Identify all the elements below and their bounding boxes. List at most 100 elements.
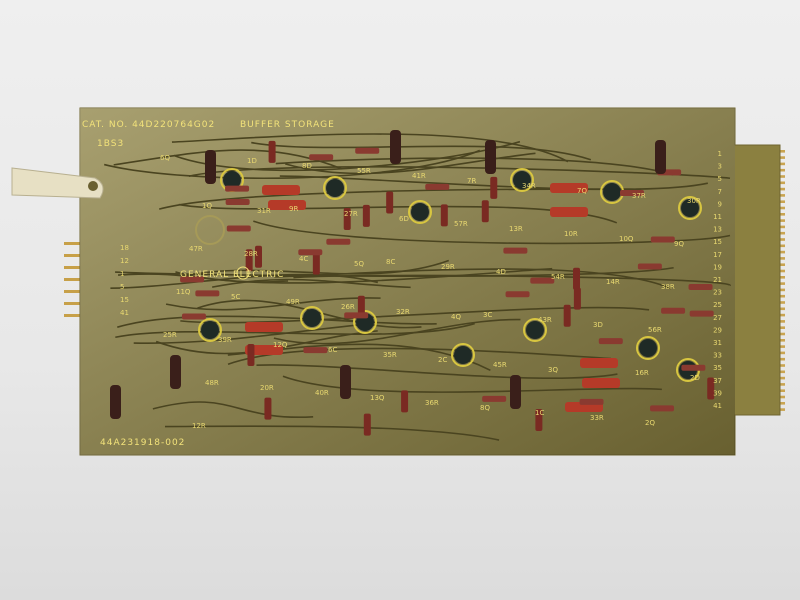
component-label: 10Q <box>619 235 634 243</box>
transistor <box>411 203 429 221</box>
component-label: 16R <box>635 369 649 377</box>
edge-pin-label: 35 <box>713 364 722 372</box>
resistor <box>326 238 351 245</box>
edge-pin-label: 17 <box>713 251 722 259</box>
resistor-large <box>655 140 666 174</box>
component-label: 45R <box>493 361 507 369</box>
edge-pin-label: 5 <box>718 175 722 183</box>
transistor <box>681 199 699 217</box>
transistor <box>639 339 657 357</box>
component-label: 3D <box>593 321 603 329</box>
ejector-clip <box>11 167 104 199</box>
resistor <box>490 176 498 199</box>
edge-pin-label: 11 <box>713 213 722 221</box>
component-label: 1Q <box>202 202 212 210</box>
component-label: 2Q <box>645 419 655 427</box>
resistor <box>245 249 253 272</box>
resistor-large <box>340 365 351 399</box>
edge-pin-label: 39 <box>713 389 722 397</box>
resistor <box>225 185 250 192</box>
component-label: 9R <box>289 205 298 213</box>
resistor <box>650 236 675 243</box>
component-label: 1D <box>247 157 257 165</box>
left-pin-label: 41 <box>120 309 129 317</box>
resistor-large <box>170 355 181 389</box>
resistor <box>650 405 675 412</box>
capacitor <box>550 183 588 193</box>
component-label: 13R <box>509 225 523 233</box>
resistor <box>226 225 251 232</box>
resistor <box>180 276 205 283</box>
edge-pin-label: 31 <box>713 339 722 347</box>
component-label: 13Q <box>370 394 385 402</box>
resistor <box>425 183 450 190</box>
resistor <box>573 287 581 310</box>
component-label: 4C <box>299 255 308 263</box>
component-label: 25R <box>163 331 177 339</box>
edge-pin-label: 13 <box>713 226 722 234</box>
left-pin-label: 1 <box>120 270 124 278</box>
component-label: 34R <box>522 182 536 190</box>
capacitor <box>245 345 283 355</box>
component-label: 10R <box>564 230 578 238</box>
part-number: 44A231918-002 <box>100 438 185 448</box>
transistor <box>303 309 321 327</box>
resistor <box>637 263 662 270</box>
resistor <box>344 312 369 319</box>
resistor <box>303 347 328 354</box>
component-label: 6Q <box>160 154 170 162</box>
component-label: 56R <box>648 326 662 334</box>
edge-pin-label: 29 <box>713 326 722 334</box>
maker-label: GENERAL ELECTRIC <box>180 270 284 280</box>
resistor-large <box>510 375 521 409</box>
component-label: 20R <box>260 384 274 392</box>
resistor <box>689 310 714 317</box>
transistor <box>513 171 531 189</box>
component-label: 47R <box>189 245 203 253</box>
resistor <box>401 390 409 413</box>
resistor <box>620 189 645 196</box>
capacitor <box>550 207 588 217</box>
edge-pin-label: 1 <box>718 150 722 158</box>
component-label: 1C <box>535 409 544 417</box>
resistor <box>386 191 394 214</box>
left-pin-label: 5 <box>120 283 124 291</box>
resistor <box>681 364 706 371</box>
component-label: 6D <box>399 215 409 223</box>
component-label: 30R <box>687 197 701 205</box>
component-label: 28R <box>244 250 258 258</box>
resistor <box>195 290 220 297</box>
component-label: 36R <box>425 399 439 407</box>
components <box>110 130 715 436</box>
catalog-label: CAT. NO. 44D220764G02 <box>82 120 215 130</box>
component-label: 3C <box>483 311 492 319</box>
capacitor <box>580 358 618 368</box>
component-label: 55R <box>357 167 371 175</box>
component-label: 37R <box>632 192 646 200</box>
component-label: 2C <box>438 356 447 364</box>
component-label: 2D <box>690 374 700 382</box>
transistor <box>326 179 344 197</box>
resistor <box>254 245 262 268</box>
capacitor <box>245 322 283 332</box>
resistor <box>503 247 528 254</box>
ge-watermark-logo-icon <box>195 215 225 245</box>
transistor <box>201 321 219 339</box>
component-label: 4D <box>496 268 506 276</box>
edge-pin-label: 33 <box>713 352 722 360</box>
resistor <box>579 398 604 405</box>
component-label: 7R <box>467 177 476 185</box>
component-label: 14R <box>606 278 620 286</box>
resistor <box>505 291 530 298</box>
transistor <box>603 183 621 201</box>
component-label: 26R <box>341 303 355 311</box>
component-label: 8C <box>386 258 395 266</box>
resistor-large <box>110 385 121 419</box>
resistor <box>298 249 323 256</box>
transistor <box>454 346 472 364</box>
resistor <box>598 338 623 345</box>
component-label: 8Q <box>480 404 490 412</box>
component-label: 48R <box>205 379 219 387</box>
resistor <box>481 200 489 223</box>
resistor-large <box>205 150 216 184</box>
